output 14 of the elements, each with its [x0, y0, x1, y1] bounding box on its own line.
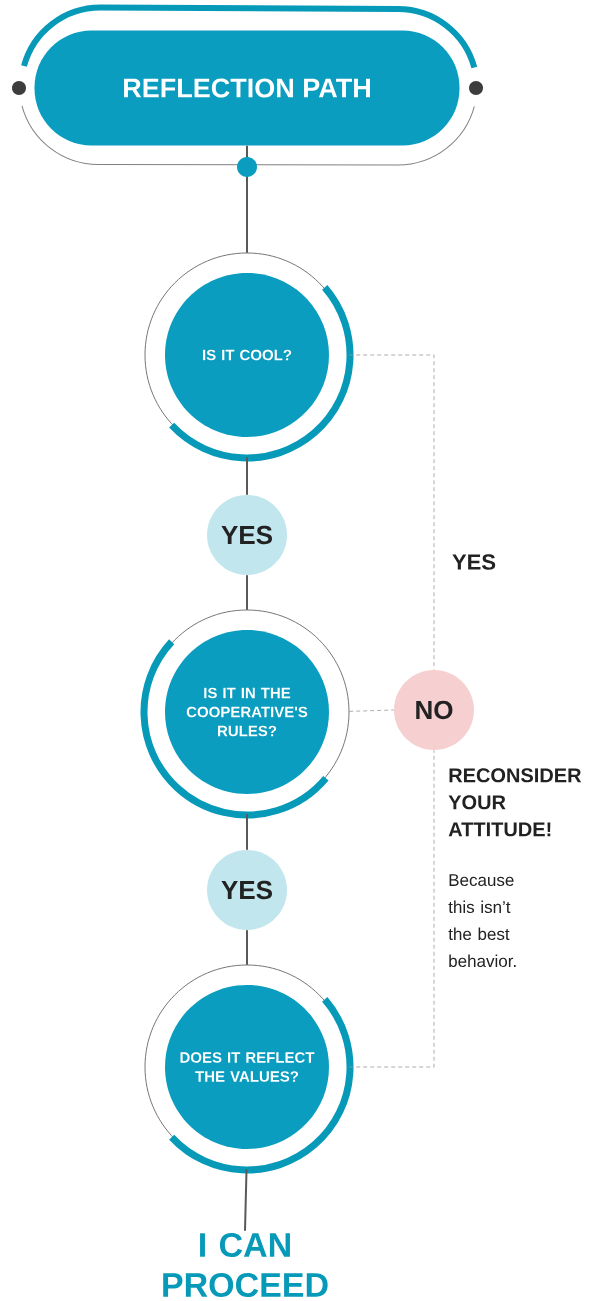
connector — [246, 574, 248, 611]
edge-label: YES — [451, 553, 497, 571]
connector — [246, 456, 248, 496]
connector — [348, 749, 435, 1068]
note-text: Because this isn’t the best behavior. — [448, 874, 516, 968]
title-box: REFLECTION PATH — [34, 30, 460, 146]
connector — [244, 1168, 248, 1232]
connector — [246, 929, 248, 966]
heading: RECONSIDER YOUR ATTITUDE! — [448, 768, 582, 837]
result-text: I CAN PROCEED — [163, 1232, 328, 1298]
connector — [246, 144, 248, 254]
connector — [348, 709, 395, 712]
connector — [348, 354, 435, 671]
connector — [246, 813, 248, 851]
